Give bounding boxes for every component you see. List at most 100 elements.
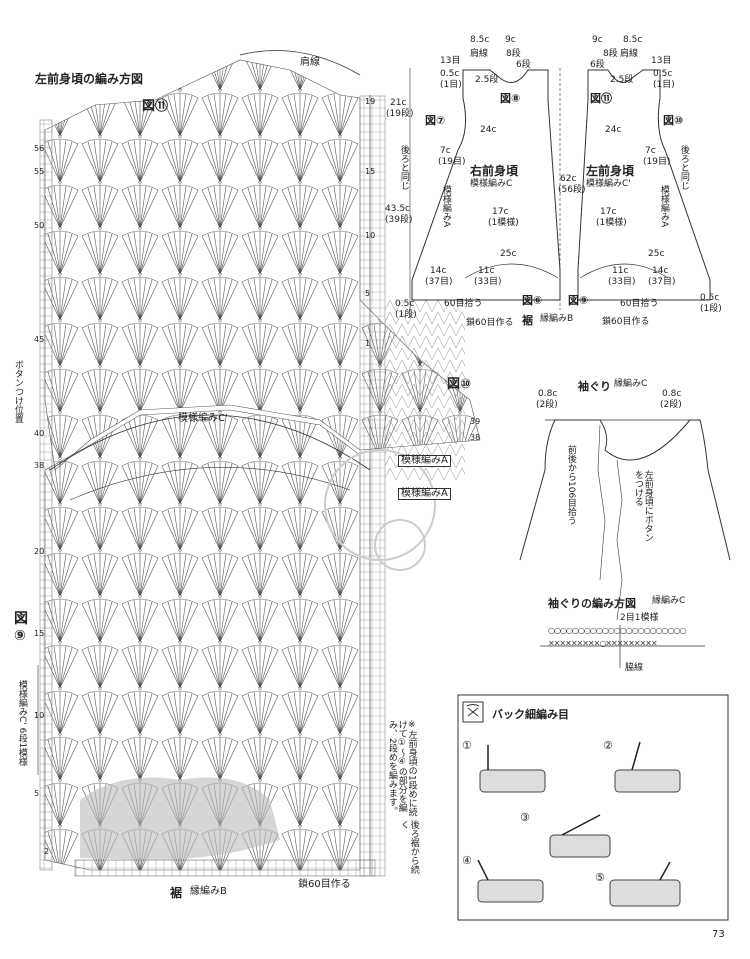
dim-25-left: 25c — [648, 249, 665, 259]
dim-top-b-left: 8.5c — [623, 35, 643, 45]
dim-11-sub: (33目) — [474, 277, 502, 287]
back-continue-note: 後ろ裾から続く — [398, 820, 419, 874]
dim-7c: 7c — [440, 146, 451, 156]
back-same-note: 後ろと同じ — [398, 145, 409, 190]
row-number: 38 — [34, 461, 45, 470]
dim-17-left: 17c — [600, 207, 617, 217]
left-pattern-c-prime: 模様編みC' — [586, 179, 631, 189]
step-4: ④ — [462, 854, 472, 867]
left-pattern-a: 模様編みA — [658, 185, 669, 228]
armhole-chart-title: 袖ぐりの編み方図 — [548, 597, 636, 610]
row-number: 40 — [34, 429, 45, 438]
fig-11-small: 図⑪ — [590, 92, 612, 105]
dim-14: 14c — [430, 266, 447, 276]
armhole-button-note: 左前身頃にボタンをつける — [632, 470, 653, 542]
armhole-left-b: (2段) — [536, 400, 558, 410]
dim-7c-left: 7c — [645, 146, 656, 156]
row-number: 39 — [470, 417, 481, 426]
armhole-stitch: 縁編みC — [614, 379, 648, 389]
chain-60-right: 鎖60目作る — [466, 318, 514, 328]
armhole-stitch-row: ✕✕✕✕✕✕✕✕✕○✕✕✕✕✕✕✕✕✕ — [548, 639, 658, 648]
dim-17: 17c — [492, 207, 509, 217]
dim-14-sub: (37目) — [425, 277, 453, 287]
armhole-title: 袖ぐり — [578, 380, 611, 393]
pattern-a-label-1: 模様編みA — [398, 455, 451, 467]
fig-10-label: 図⑩ — [447, 377, 472, 392]
dim-21: 21c — [390, 98, 407, 108]
row-13-label: 13目 — [440, 56, 461, 66]
row-6-left: 6段 — [590, 60, 605, 70]
dim-top-b: 9c — [505, 35, 516, 45]
row-number: 2 — [44, 847, 50, 856]
armhole-right-b: (2段) — [660, 400, 682, 410]
row-number: 5 — [34, 789, 40, 798]
step-3: ③ — [520, 811, 530, 824]
row-number: 15 — [34, 629, 45, 638]
shoulder-line-label: 肩線 — [300, 57, 320, 68]
fig-9-small: 図⑨ — [568, 294, 589, 307]
dim-21-sub: (19段) — [386, 109, 414, 119]
dim-bottom-05-sub: (1段) — [395, 310, 417, 320]
dim-bottom-05-left: 0.5c — [700, 293, 720, 303]
dim-05-sub-left: (1目) — [653, 80, 675, 90]
chain-60-left: 鎖60目作る — [602, 317, 650, 327]
dim-62-sub: (56段) — [558, 185, 586, 195]
row-number: 55 — [34, 167, 45, 176]
side-line-label: 脇線 — [625, 663, 644, 673]
dim-7c-sub-left: (19目) — [643, 157, 671, 167]
hem-stitch-label: 縁編みB — [190, 886, 227, 897]
left-front-title: 左前身頃 — [586, 164, 635, 178]
back-sc-title: バック細編み目 — [492, 708, 569, 721]
pickup-60-left: 60目拾う — [620, 299, 659, 309]
dim-17-sub: (1模様) — [488, 218, 519, 228]
dim-435-sub: (39段) — [385, 215, 413, 225]
dim-25-rows: 2.5段 — [475, 75, 499, 85]
fig-7-label: 図⑦ — [425, 114, 446, 127]
row-8-label: 8段 — [506, 49, 521, 59]
shoulder-label: 肩線 — [470, 49, 489, 59]
armhole-repeat: 2目1模様 — [620, 613, 659, 623]
right-pattern-a: 模様編みA — [440, 185, 451, 228]
row-13-left: 13目 — [651, 56, 672, 66]
fig-9-label: 図⑨ — [14, 611, 28, 644]
dim-435: 43.5c — [385, 204, 410, 214]
pattern-c-prime-label: 模様編みC' — [178, 413, 228, 424]
right-pattern-c: 模様編みC — [470, 179, 513, 189]
row-number: 20 — [34, 547, 45, 556]
hem-stitch-right: 縁編みB — [540, 314, 574, 324]
chain-60-label: 鎖60目作る — [298, 879, 351, 890]
dim-14-left: 14c — [652, 266, 669, 276]
dim-25-rows-left: 2.5段 — [610, 75, 634, 85]
hem-label-right: 裾 — [522, 314, 533, 327]
row-number: 19 — [365, 97, 376, 106]
hem-label: 裾 — [170, 886, 183, 900]
fig-6-label: 図⑥ — [522, 294, 543, 307]
armhole-right-a: 0.8c — [662, 389, 682, 399]
row-8-left: 8段 — [603, 49, 618, 59]
fig-10-small: 図⑩ — [663, 114, 684, 127]
shoulder-label-left: 肩線 — [620, 49, 639, 59]
dim-top-a-left: 9c — [592, 35, 603, 45]
fig-11-label: 図⑪ — [142, 99, 169, 114]
dim-bottom-05: 0.5c — [395, 299, 415, 309]
pattern-a-label-2: 模様編みA — [398, 488, 451, 500]
step-1: ① — [462, 739, 472, 752]
left-pattern-note: 模様編みC' 6段1模様 — [16, 680, 27, 767]
armhole-stitch-row: ○○○○○○○○○○○○○○○○○○○○○○○ — [548, 626, 687, 635]
armhole-left-a: 0.8c — [538, 389, 558, 399]
dim-24-left: 24c — [605, 125, 622, 135]
row-number: 15 — [365, 167, 376, 176]
dim-62: 62c — [560, 174, 577, 184]
dim-05-left: 0.5c — [653, 69, 673, 79]
dim-11: 11c — [478, 266, 495, 276]
row-number: 10 — [365, 231, 376, 240]
armhole-chart-stitch: 縁編みC — [652, 596, 686, 606]
dim-05: 0.5c — [440, 69, 460, 79]
join-note: ※左前身頃の1段めに続けて①～④の部分を編み、2段めを編みます。 — [386, 720, 417, 817]
dim-05-sub: (1目) — [440, 80, 462, 90]
button-position-note: ボタンつけ位置 — [12, 360, 23, 423]
right-front-title: 右前身頃 — [470, 164, 519, 178]
row-number: 5 — [365, 289, 371, 298]
dim-17-sub-left: (1模様) — [596, 218, 627, 228]
